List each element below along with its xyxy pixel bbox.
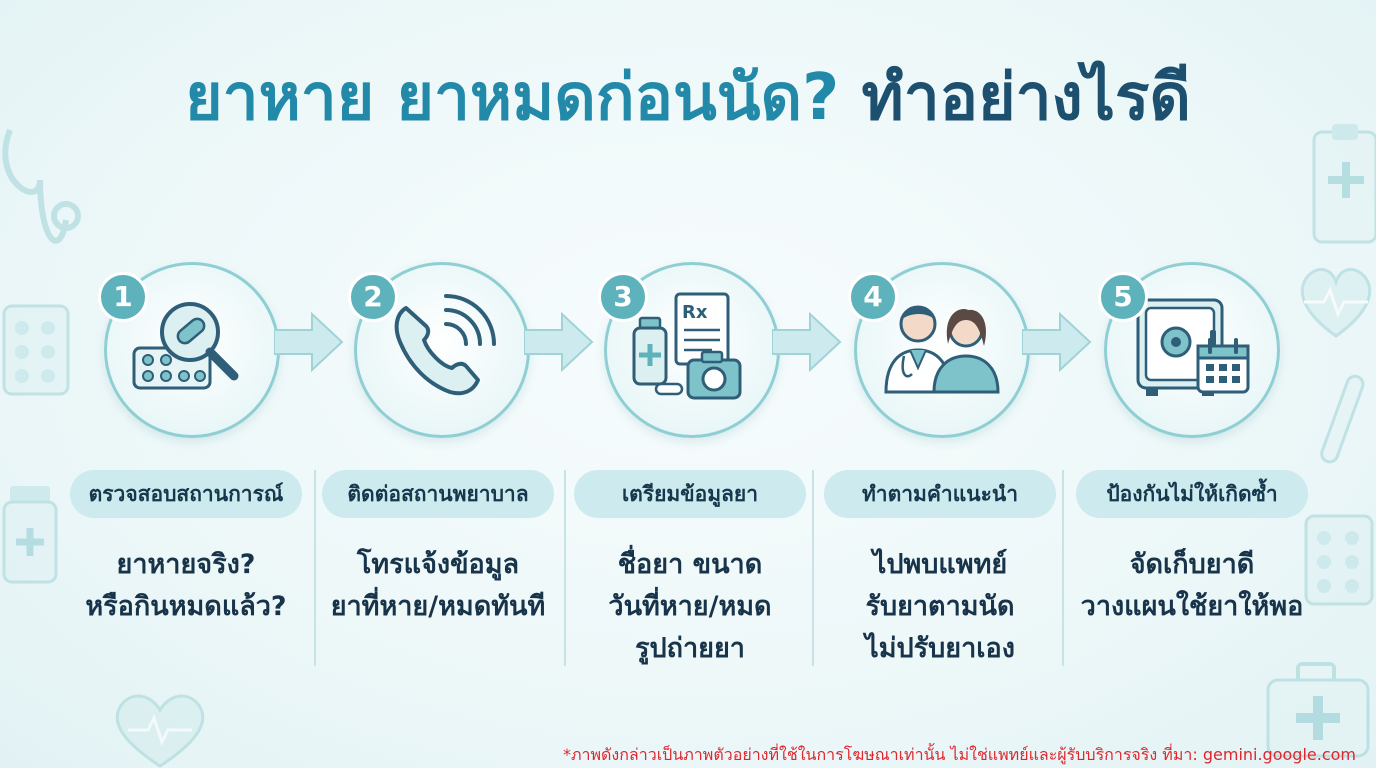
step-description: จัดเก็บยาดี วางแผนใช้ยาให้พอ <box>1072 544 1312 628</box>
arrow-right-icon <box>1022 311 1092 373</box>
step-heading: ป้องกันไม่ให้เกิดซ้ำ <box>1076 470 1308 518</box>
description-line: โทรแจ้งข้อมูล <box>356 549 520 580</box>
step-3-graphic: Rx 3 <box>598 262 784 442</box>
disclaimer-footnote: *ภาพดังกล่าวเป็นภาพตัวอย่างที่ใช้ในการโฆ… <box>562 745 1356 764</box>
step-description: ชื่อยา ขนาด วันที่หาย/หมด รูปถ่ายยา <box>570 544 810 670</box>
page-title: ยาหาย ยาหมดก่อนนัด? ทำอย่างไรดี <box>0 58 1376 138</box>
step-number-badge: 4 <box>848 272 898 322</box>
step-heading: ทำตามคำแนะนำ <box>824 470 1056 518</box>
description-line: ไปพบแพทย์ <box>872 549 1008 580</box>
prescription-camera-icon: Rx <box>632 292 742 400</box>
description-line: ยาหายจริง? <box>116 549 256 580</box>
step-number-badge: 3 <box>598 272 648 322</box>
clipboard-icon <box>1312 124 1376 244</box>
column-divider <box>564 470 566 666</box>
step-heading: ติดต่อสถานพยาบาล <box>322 470 554 518</box>
step-4-graphic: 4 <box>848 262 1034 442</box>
column-divider <box>1062 470 1064 666</box>
step-description: โทรแจ้งข้อมูล ยาที่หาย/หมดทันที <box>318 544 558 628</box>
step-5-graphic: 5 <box>1098 262 1284 442</box>
pill-blister-icon <box>1304 514 1374 606</box>
stethoscope-icon <box>2 128 81 244</box>
step-number-badge: 2 <box>348 272 398 322</box>
column-divider <box>812 470 814 666</box>
step-3-text: เตรียมข้อมูลยา ชื่อยา ขนาด วันที่หาย/หมด… <box>570 470 818 670</box>
column-divider <box>314 470 316 666</box>
step-number-badge: 1 <box>98 272 148 322</box>
step-heading: เตรียมข้อมูลยา <box>574 470 806 518</box>
step-1-text: ตรวจสอบสถานการณ์ ยาหายจริง? หรือกินหมดแล… <box>66 470 314 670</box>
phone-call-icon <box>394 294 496 396</box>
thermometer-icon <box>1320 374 1365 464</box>
step-heading: ตรวจสอบสถานการณ์ <box>70 470 302 518</box>
description-line: วางแผนใช้ยาให้พอ <box>1080 591 1304 622</box>
step-2-text: ติดต่อสถานพยาบาล โทรแจ้งข้อมูล ยาที่หาย/… <box>318 470 566 670</box>
safe-calendar-icon <box>1136 298 1250 396</box>
step-description: ยาหายจริง? หรือกินหมดแล้ว? <box>66 544 306 628</box>
description-line: รูปถ่ายยา <box>635 633 745 664</box>
first-aid-kit-icon <box>1266 662 1370 758</box>
step-description: ไปพบแพทย์ รับยาตามนัด ไม่ปรับยาเอง <box>820 544 1060 670</box>
step-5-text: ป้องกันไม่ให้เกิดซ้ำ จัดเก็บยาดี วางแผนใ… <box>1072 470 1320 670</box>
description-line: จัดเก็บยาดี <box>1129 549 1255 580</box>
description-line: ชื่อยา ขนาด <box>617 549 763 580</box>
arrow-right-icon <box>524 311 594 373</box>
description-line: ยาที่หาย/หมดทันที <box>330 591 546 622</box>
pill-blister-icon <box>2 304 70 396</box>
description-line: ไม่ปรับยาเอง <box>865 633 1015 664</box>
step-1-graphic: 1 <box>98 262 284 442</box>
step-2-graphic: 2 <box>348 262 534 442</box>
svg-text:Rx: Rx <box>682 302 708 323</box>
step-number-badge: 5 <box>1098 272 1148 322</box>
magnifier-pills-icon <box>132 302 239 390</box>
description-line: หรือกินหมดแล้ว? <box>85 591 287 622</box>
heart-pulse-icon <box>1300 267 1372 338</box>
title-part-2: ทำอย่างไรดี <box>861 61 1191 135</box>
step-4-text: ทำตามคำแนะนำ ไปพบแพทย์ รับยาตามนัด ไม่ปร… <box>820 470 1068 670</box>
description-line: รับยาตามนัด <box>865 591 1015 622</box>
heart-pulse-icon <box>115 694 205 768</box>
arrow-right-icon <box>274 311 344 373</box>
medicine-bottle-icon <box>2 486 58 584</box>
doctor-patient-icon <box>884 305 1000 394</box>
arrow-right-icon <box>772 311 842 373</box>
description-line: วันที่หาย/หมด <box>608 591 772 622</box>
title-part-1: ยาหาย ยาหมดก่อนนัด? <box>185 61 840 135</box>
